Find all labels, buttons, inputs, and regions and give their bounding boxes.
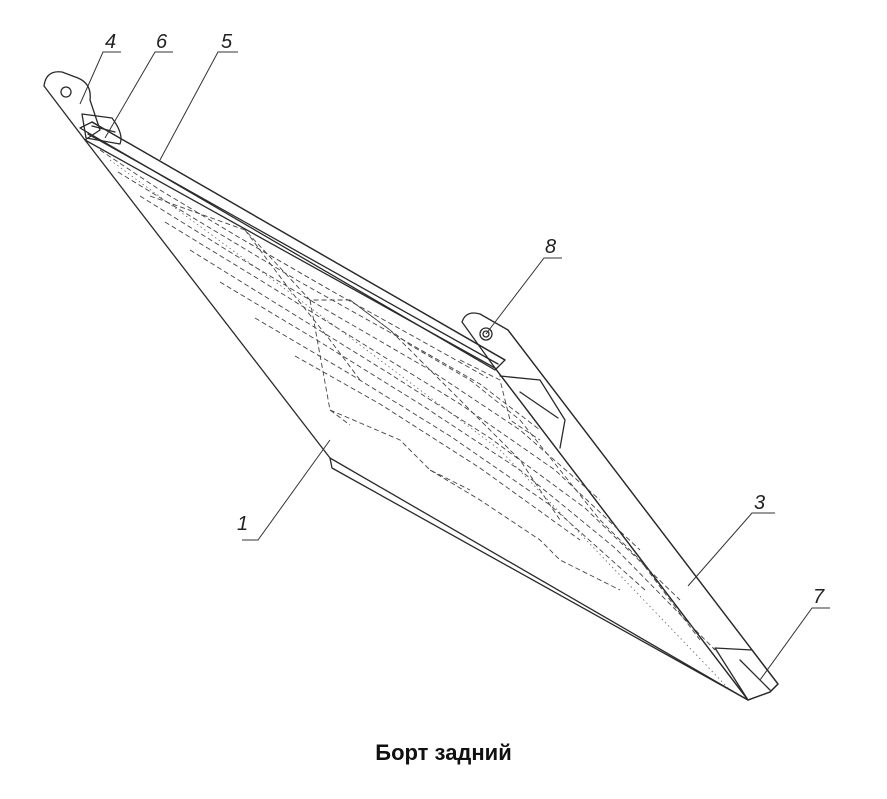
figure-caption: Борт задний <box>375 740 512 765</box>
hinge-pin <box>479 327 493 341</box>
callout-3: 3 <box>687 492 775 587</box>
callout-6: 6 <box>104 31 173 139</box>
callout-5-label: 5 <box>221 31 233 53</box>
callout-1-label: 1 <box>237 513 248 535</box>
callout-8: 8 <box>485 236 562 335</box>
callout-3-label: 3 <box>754 492 765 514</box>
bottom-corner-bracket <box>714 647 779 701</box>
callout-4-label: 4 <box>105 31 116 53</box>
latch-slot <box>81 113 122 145</box>
callout-6-label: 6 <box>156 31 168 53</box>
hidden-stiffeners <box>99 149 731 691</box>
callout-5: 5 <box>159 31 238 161</box>
side-frame-bar <box>461 312 779 701</box>
callout-4: 4 <box>79 31 121 105</box>
tailgate-panel <box>84 133 749 701</box>
top-frame-bar <box>79 121 506 371</box>
left-hinge-bracket <box>43 71 101 141</box>
callout-8-label: 8 <box>545 236 556 258</box>
callout-1: 1 <box>237 439 331 541</box>
callout-7-label: 7 <box>813 586 825 608</box>
callout-7: 7 <box>759 586 830 681</box>
